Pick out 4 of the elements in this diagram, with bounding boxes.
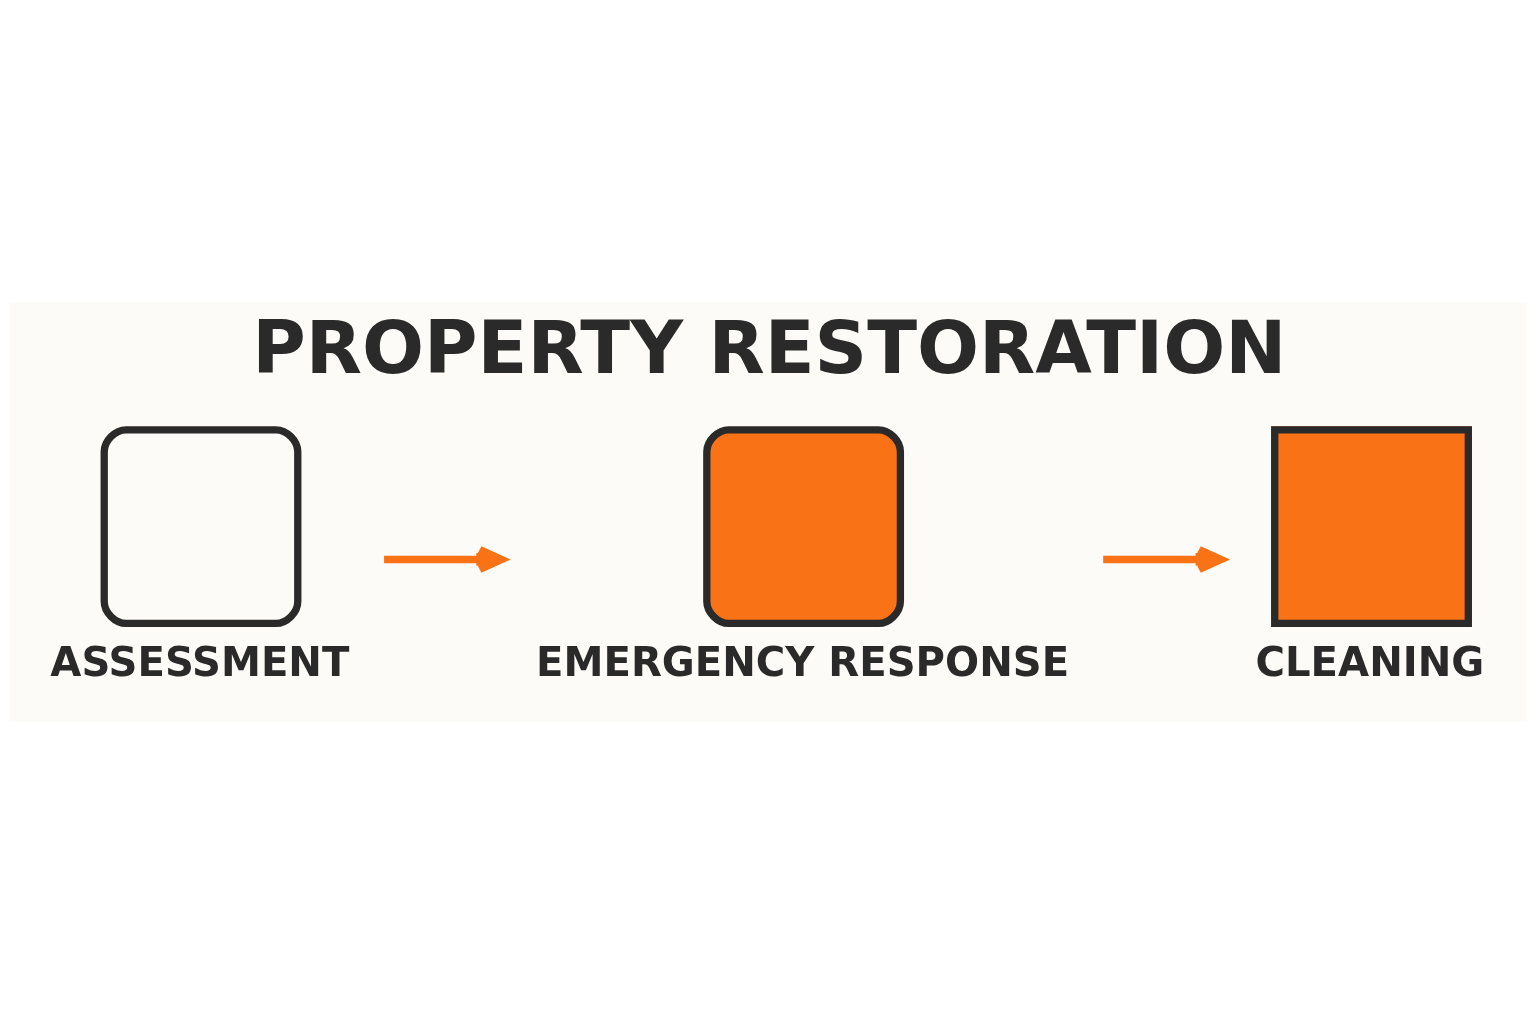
node-label: CLEANING <box>1255 638 1485 685</box>
diagram-title: PROPERTY RESTORATION <box>252 305 1287 391</box>
node-label: EMERGENCY RESPONSE <box>536 638 1070 685</box>
node-label: ASSESSMENT <box>50 638 350 685</box>
